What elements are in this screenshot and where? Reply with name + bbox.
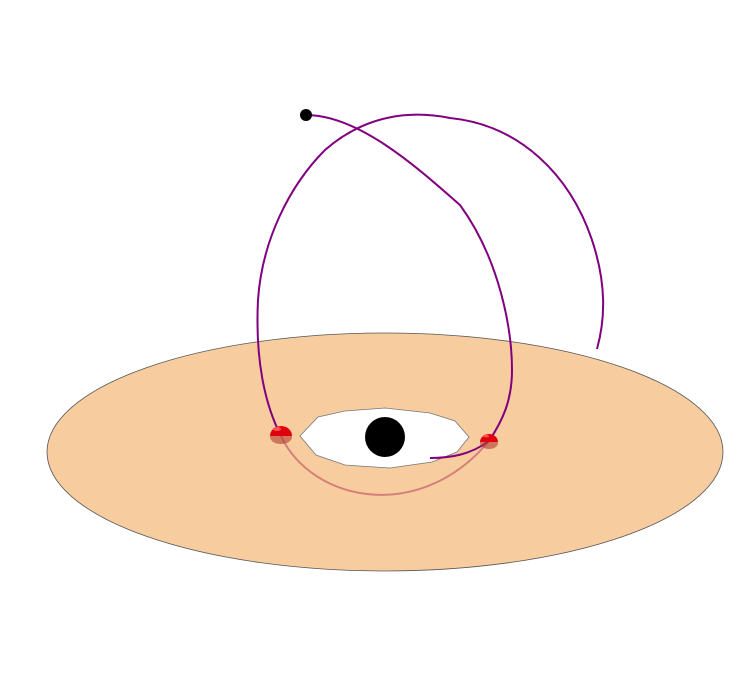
- crossing-marker-left: [270, 426, 292, 444]
- trajectory-start-point: [300, 109, 312, 121]
- sub-disk-arc: [280, 435, 490, 496]
- crossing-marker-right: [480, 434, 498, 449]
- central-mass: [365, 417, 405, 457]
